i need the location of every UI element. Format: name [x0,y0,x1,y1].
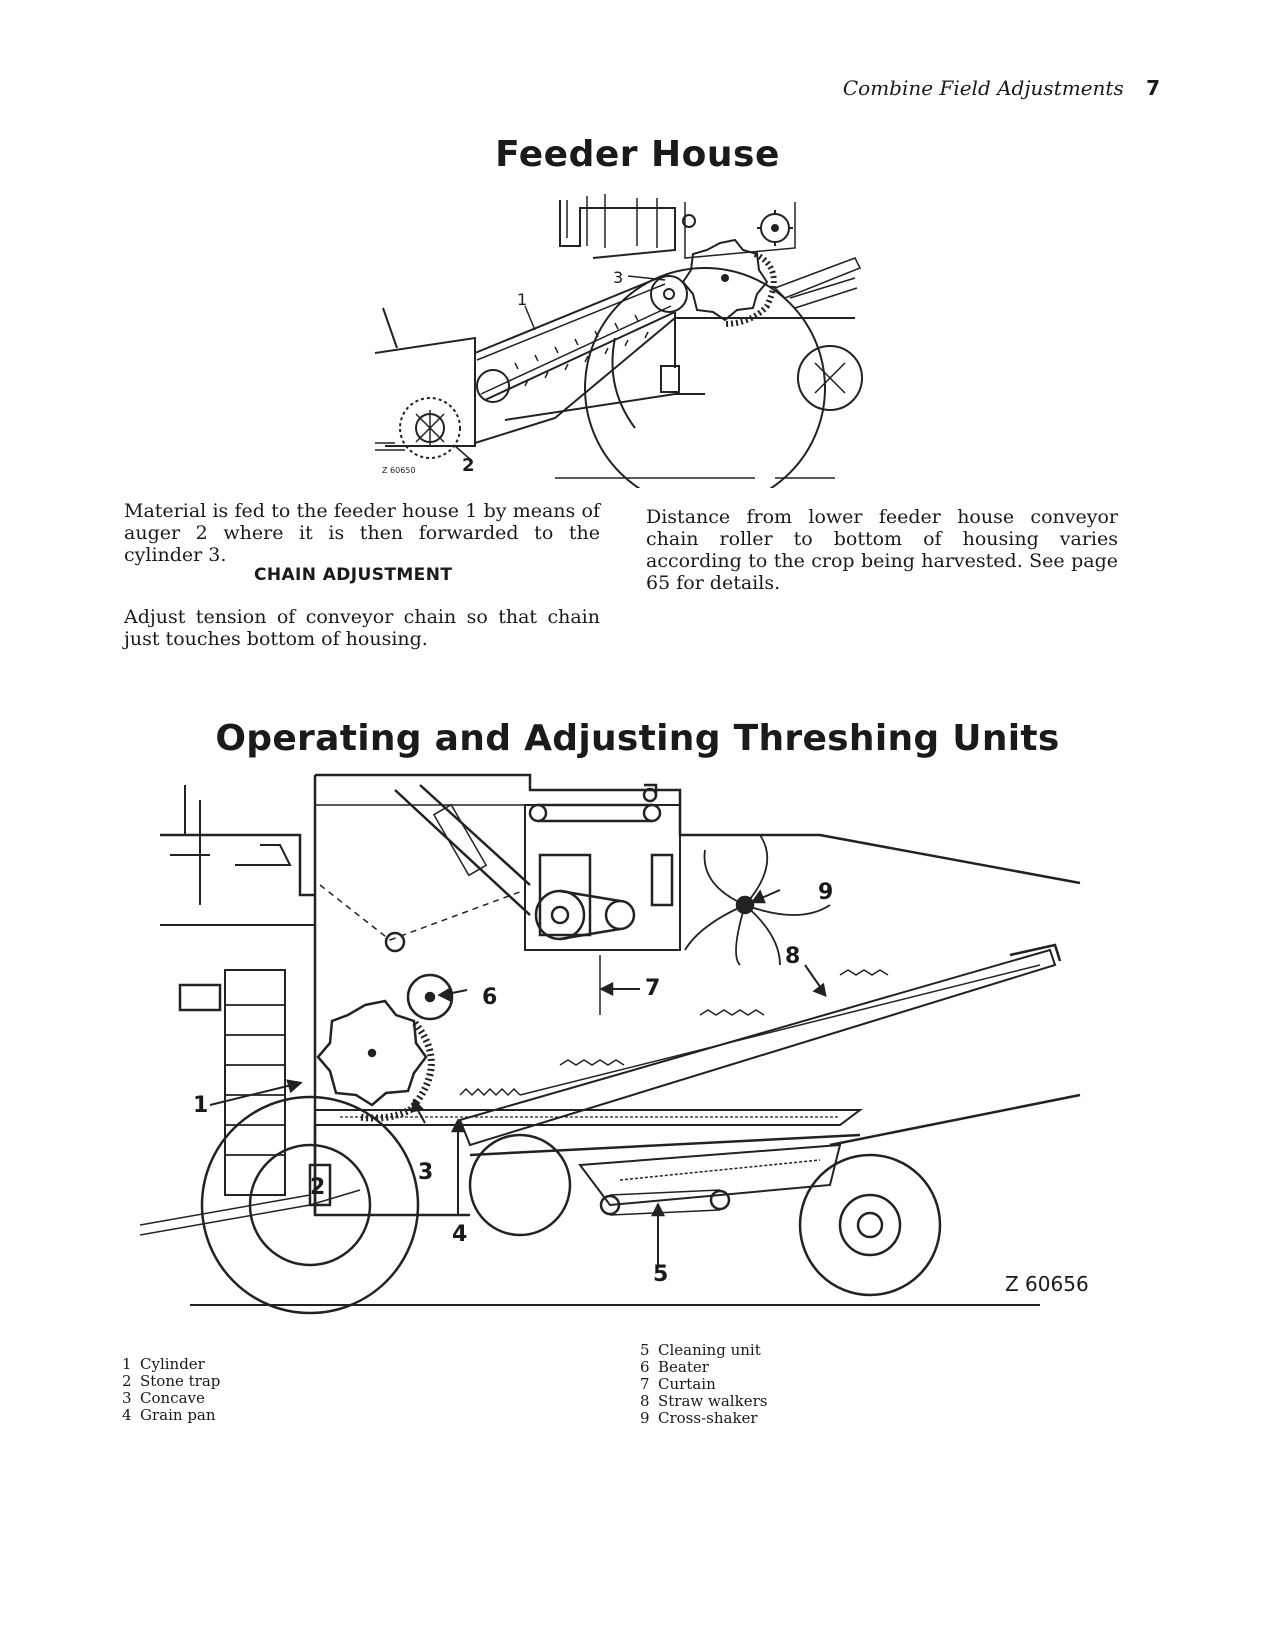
legend-label: Beater [658,1358,709,1376]
callout-grain-pan: 4 [452,1222,468,1247]
legend-label: Concave [140,1389,205,1407]
legend-number: 4 [122,1406,132,1424]
page-number: 7 [1146,76,1160,100]
callout-1: 1 [517,290,528,309]
legend-item: 9 Cross-shaker [640,1410,767,1427]
chain-adjustment-subheading: CHAIN ADJUSTMENT [254,565,453,585]
legend-number: 5 [640,1341,650,1359]
figure-code: Z 60650 [382,466,416,475]
legend-item: 6 Beater [640,1359,767,1376]
legend-item: 5 Cleaning unit [640,1342,767,1359]
callout-curtain: 7 [645,976,661,1001]
legend-number: 8 [640,1392,650,1410]
legend-number: 9 [640,1409,650,1427]
chain-adjustment-text: Adjust tension of conveyor chain so that… [124,606,600,650]
legend-label: Cylinder [140,1355,205,1373]
callout-cross-shaker: 9 [818,880,834,905]
callout-straw-walkers: 8 [785,944,801,969]
legend-number: 1 [122,1355,132,1373]
threshing-units-heading: Operating and Adjusting Threshing Units [215,718,1060,759]
threshing-figure-code: Z 60656 [1005,1272,1089,1296]
running-head-title: Combine Field Adjustments [842,76,1124,100]
callout-2: 2 [462,455,475,476]
legend-number: 3 [122,1389,132,1407]
housing-distance-text: Distance from lower feeder house conveyo… [646,506,1118,594]
feeder-house-heading: Feeder House [495,134,780,175]
legend-right: 5 Cleaning unit 6 Beater 7 Curtain 8 Straw w… [640,1342,767,1427]
feeder-house-illustration [375,194,863,488]
callout-cylinder: 1 [193,1093,209,1118]
legend-label: Cross-shaker [658,1409,758,1427]
legend-item: 8 Straw walkers [640,1393,767,1410]
callout-concave: 3 [418,1160,434,1185]
callout-beater: 6 [482,985,498,1010]
legend-item: 2 Stone trap [122,1373,220,1390]
threshing-units-illustration [140,773,1081,1315]
callout-3: 3 [613,268,624,287]
feeder-house-description: Material is fed to the feeder house 1 by… [124,500,600,566]
callout-cleaning-unit: 5 [653,1262,669,1287]
legend-item: 7 Curtain [640,1376,767,1393]
legend-item: 1 Cylinder [122,1356,220,1373]
legend-label: Grain pan [140,1406,216,1424]
legend-item: 3 Concave [122,1390,220,1407]
callout-stone-trap: 2 [310,1175,326,1200]
legend-label: Stone trap [140,1372,221,1390]
legend-item: 4 Grain pan [122,1407,220,1424]
legend-label: Cleaning unit [658,1341,761,1359]
legend-number: 6 [640,1358,650,1376]
legend-number: 2 [122,1372,132,1390]
legend-label: Straw walkers [658,1392,768,1410]
legend-label: Curtain [658,1375,716,1393]
legend-left: 1 Cylinder 2 Stone trap 3 Concave 4 Grain pa… [122,1356,220,1424]
legend-number: 7 [640,1375,650,1393]
running-head: Combine Field Adjustments 7 [800,76,1160,100]
